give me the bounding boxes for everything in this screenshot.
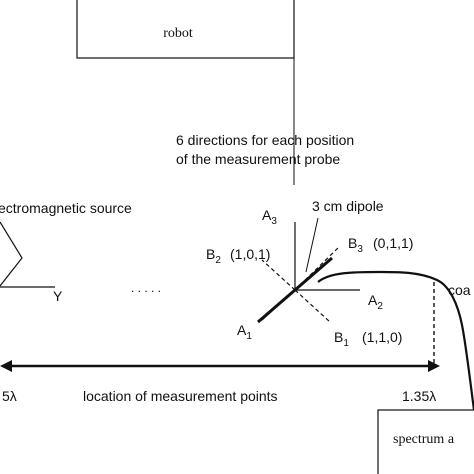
axis-b1-label: B1 (1,1,0) [334, 329, 402, 349]
axis-a3-subscript: 3 [271, 216, 277, 227]
svg-text:A1: A1 [237, 322, 252, 342]
axis-b1-subscript: 1 [343, 338, 349, 349]
directions-text-line2: of the measurement probe [176, 151, 340, 167]
left-lambda-label: 5λ [2, 388, 17, 404]
axis-a1-letter: A [237, 322, 247, 338]
axis-b2-label: B2 (1,0,1) [206, 246, 270, 266]
spectrum-analyzer-box: spectrum a [377, 409, 474, 474]
source-antenna-shape [0, 221, 23, 287]
measurement-span-arrow-right [428, 360, 440, 372]
span-caption: location of measurement points [83, 388, 278, 404]
axis-b1-letter: B [334, 329, 343, 345]
robot-box: robot [76, 0, 295, 59]
axis-b3-subscript: 3 [357, 244, 363, 255]
dipole: 3 cm dipole [257, 198, 384, 324]
spectrum-analyzer-label: spectrum a [393, 432, 455, 447]
coax-label: coa [448, 282, 471, 298]
svg-text:B2: B2 [206, 246, 221, 266]
svg-text:A2: A2 [368, 292, 383, 312]
axis-b1-coords: (1,1,0) [362, 329, 402, 345]
dipole-rod [257, 256, 333, 324]
axis-b2-coords: (1,0,1) [230, 246, 270, 262]
y-label: Y [53, 288, 63, 304]
axis-a2-label: A2 [368, 292, 383, 312]
axis-b3-coords: (0,1,1) [373, 235, 413, 251]
measurement-span: 5λ location of measurement points 1.35λ [0, 282, 440, 404]
ellipsis-dots: . . . . . [131, 281, 161, 295]
right-lambda-label: 1.35λ [402, 388, 436, 404]
svg-text:A3: A3 [262, 207, 277, 227]
robot-label: robot [163, 26, 193, 41]
axis-a3-label: A3 [262, 207, 277, 227]
coax-cable: coa [317, 270, 474, 411]
source-label: ectromagnetic source [0, 200, 132, 216]
coax-cable-curve [317, 270, 474, 411]
axis-a1-label: A1 [237, 322, 252, 342]
svg-text:B3: B3 [348, 235, 363, 255]
directions-text-line1: 6 directions for each position [176, 132, 354, 148]
axis-b2-subscript: 2 [215, 255, 221, 266]
measurement-span-arrow-left [0, 360, 12, 372]
svg-text:B1: B1 [334, 329, 349, 349]
axis-a3-letter: A [262, 207, 272, 223]
axis-a2-subscript: 2 [377, 301, 383, 312]
dipole-label: 3 cm dipole [312, 198, 384, 214]
electromagnetic-source: ectromagnetic source Y [0, 200, 132, 304]
axis-a2-letter: A [368, 292, 378, 308]
axis-b2-line [261, 259, 296, 291]
axis-b2-letter: B [206, 246, 215, 262]
axis-b3-label: B3 (0,1,1) [348, 235, 413, 255]
dipole-pointer [305, 217, 319, 273]
axis-b1-line [294, 289, 331, 323]
axis-b3-letter: B [348, 235, 357, 251]
axis-a1-subscript: 1 [246, 331, 252, 342]
